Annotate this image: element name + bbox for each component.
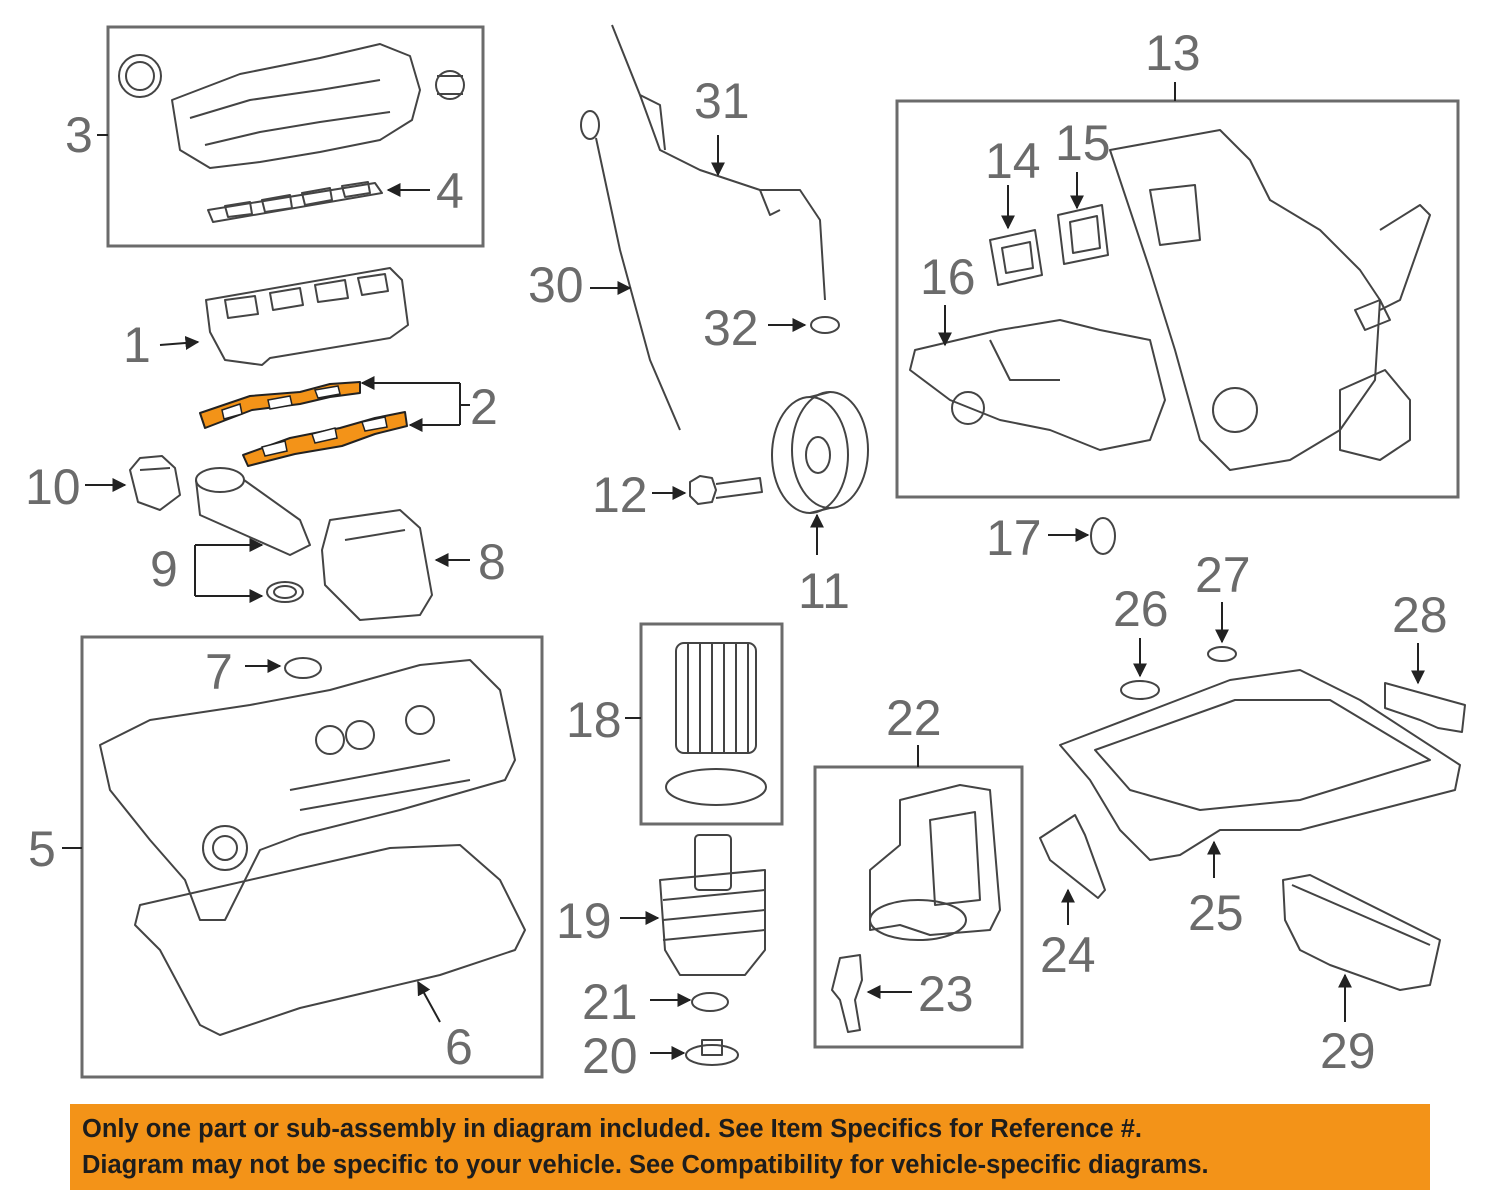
callout-22: 22 xyxy=(886,690,942,746)
part-cover-piece xyxy=(321,509,433,621)
part-gasket-24 xyxy=(1039,814,1106,899)
part-intake-plenum xyxy=(118,43,465,169)
part-oil-filter-cap xyxy=(659,834,766,976)
callout-15: 15 xyxy=(1055,115,1111,171)
callout-19: 19 xyxy=(556,893,612,949)
part-bolt xyxy=(689,475,763,505)
disclaimer-line-2: Diagram may not be specific to your vehi… xyxy=(82,1151,1209,1179)
part-dipstick xyxy=(580,110,681,431)
part-oil-filter-element xyxy=(665,642,767,806)
part-valve-cover xyxy=(99,659,516,921)
callout-27: 27 xyxy=(1195,547,1251,603)
callout-3: 3 xyxy=(65,107,93,163)
callout-25: 25 xyxy=(1188,885,1244,941)
callout-10: 10 xyxy=(25,459,81,515)
callout-24: 24 xyxy=(1040,927,1096,983)
callout-16: 16 xyxy=(920,249,976,305)
part-o-ring-21 xyxy=(691,992,729,1012)
part-water-pump xyxy=(909,319,1166,451)
callout-2: 2 xyxy=(470,379,498,435)
callout-13: 13 xyxy=(1145,25,1201,81)
part-sensor xyxy=(831,954,863,1033)
part-valve-cover-gasket xyxy=(134,844,526,1036)
callout-8: 8 xyxy=(478,534,506,590)
box-valve-cover xyxy=(80,635,544,1079)
callout-7: 7 xyxy=(205,644,233,700)
callout-6: 6 xyxy=(445,1019,473,1075)
part-dipstick-guide xyxy=(611,24,826,301)
disclaimer-line-1: Only one part or sub-assembly in diagram… xyxy=(82,1115,1142,1143)
callout-21: 21 xyxy=(582,974,638,1030)
callout-29: 29 xyxy=(1320,1023,1376,1079)
part-oil-filter-housing xyxy=(869,784,1001,941)
part-o-ring-27 xyxy=(1207,646,1237,662)
callout-31: 31 xyxy=(694,73,750,129)
part-intake-manifold xyxy=(205,267,409,366)
callout-labels: 1 2 3 4 5 6 7 8 9 10 11 12 13 14 15 16 1… xyxy=(25,25,1448,1084)
part-o-ring-32 xyxy=(810,316,840,334)
part-o-ring-17 xyxy=(1090,517,1116,555)
part-drain-plug xyxy=(685,1039,739,1066)
callout-28: 28 xyxy=(1392,587,1448,643)
callout-23: 23 xyxy=(918,966,974,1022)
part-gasket-15 xyxy=(1057,204,1109,265)
callout-11: 11 xyxy=(798,563,850,619)
part-o-ring-7 xyxy=(284,657,322,679)
callout-5: 5 xyxy=(28,821,56,877)
part-baffle xyxy=(1384,682,1466,733)
callout-20: 20 xyxy=(582,1028,638,1084)
callout-32: 32 xyxy=(703,300,759,356)
callout-14: 14 xyxy=(985,133,1041,189)
callout-30: 30 xyxy=(528,257,584,313)
callout-26: 26 xyxy=(1113,581,1169,637)
part-plenum-gasket xyxy=(207,181,383,223)
part-oil-pan-lower xyxy=(1282,874,1441,991)
part-o-ring-26 xyxy=(1120,680,1160,700)
leader-lines xyxy=(62,82,1425,1060)
part-oil-filler-cap xyxy=(129,455,181,511)
box-timing-cover xyxy=(895,99,1460,499)
part-crank-pulley xyxy=(771,391,869,514)
disclaimer-banner: Only one part or sub-assembly in diagram… xyxy=(70,1104,1430,1190)
callout-17: 17 xyxy=(986,510,1042,566)
callout-1: 1 xyxy=(123,317,151,373)
callout-12: 12 xyxy=(592,467,648,523)
callout-18: 18 xyxy=(566,692,622,748)
box-intake-plenum xyxy=(106,25,485,248)
part-oil-filler-tube xyxy=(195,467,311,603)
part-oil-pan-upper xyxy=(1059,669,1461,861)
callout-9: 9 xyxy=(150,541,178,597)
callout-4: 4 xyxy=(436,163,464,219)
part-gasket-14 xyxy=(989,229,1043,286)
box-oil-filter xyxy=(639,622,784,826)
part-timing-cover xyxy=(1109,129,1431,471)
